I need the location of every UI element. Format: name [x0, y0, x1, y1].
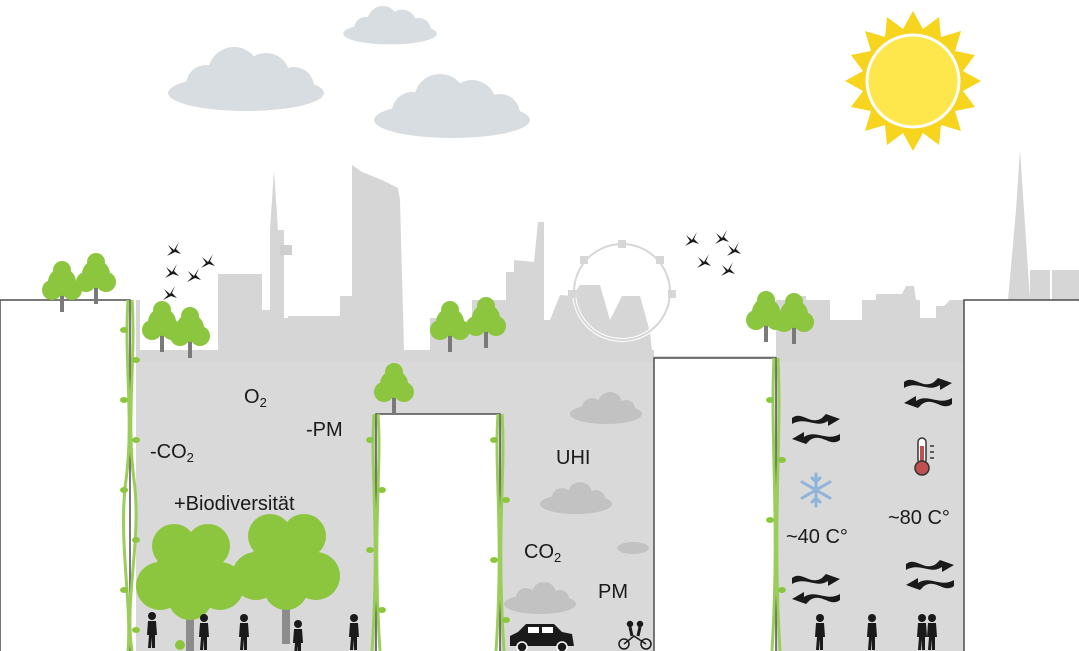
snowflake-icon	[800, 472, 832, 508]
vine-icon	[121, 299, 782, 651]
building-right-grey	[963, 299, 1079, 651]
bird-icon	[727, 242, 741, 256]
building-left	[0, 299, 131, 651]
building-middle	[375, 413, 501, 651]
label-o2: O2	[244, 386, 267, 410]
bird-icon	[715, 230, 729, 244]
label-biodiversity: +Biodiversität	[174, 493, 295, 515]
bird-icon	[685, 232, 699, 246]
car-icon	[510, 624, 574, 651]
thermometer-icon	[914, 437, 934, 476]
buildings	[0, 299, 1079, 651]
pedestrians	[147, 612, 937, 651]
cloud-icon	[617, 542, 649, 554]
labels: O2 -CO2 -PM +Biodiversität UHI CO2 PM ~4…	[150, 386, 950, 603]
label-co2: CO2	[524, 541, 561, 565]
label-temp-green: ~40 C°	[786, 526, 848, 548]
bird-icon	[187, 268, 201, 282]
bird-icon	[697, 254, 711, 268]
sky-clouds	[168, 6, 530, 138]
smog-clouds	[504, 392, 649, 614]
bird-icon	[163, 286, 177, 300]
bird-icon	[201, 254, 215, 268]
bird-icon	[167, 242, 181, 256]
label-uhi: UHI	[556, 447, 590, 469]
bird-icon	[721, 262, 735, 276]
cloud-icon	[374, 74, 530, 138]
cloud-icon	[168, 47, 324, 111]
bird-icon	[165, 264, 179, 278]
label-pm: PM	[598, 581, 628, 603]
cloud-icon	[343, 6, 437, 45]
label-minus-co2: -CO2	[150, 441, 194, 465]
sun-icon	[845, 11, 981, 151]
tree-icon	[76, 253, 116, 304]
label-temp-grey: ~80 C°	[888, 507, 950, 529]
cyclist-icon	[618, 620, 652, 650]
label-minus-pm: -PM	[306, 419, 343, 441]
building-right-green	[653, 357, 777, 651]
